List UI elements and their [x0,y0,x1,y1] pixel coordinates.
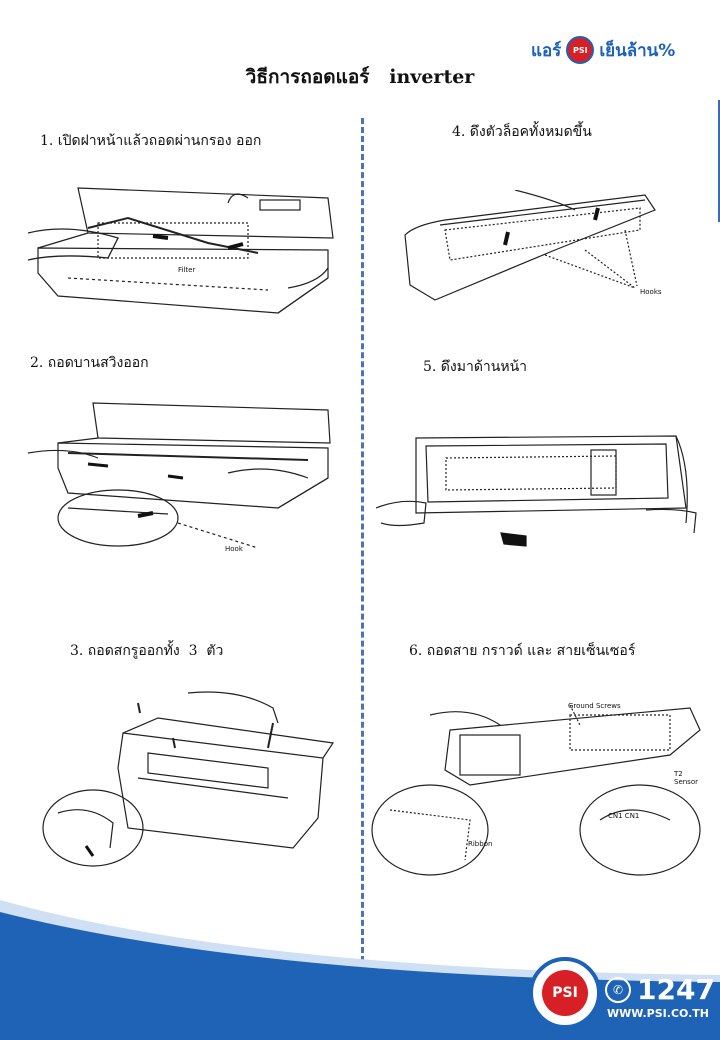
step-6-label: 6. ถอดสาย กราวด์ และ สายเซ็นเซอร์ [409,643,636,659]
customer-care-website[interactable]: WWW.PSI.CO.TH [607,1007,710,1020]
step-4-callout-hooks: Hooks [640,288,662,296]
psi-logo-icon: PSI [566,36,595,64]
step-4-label: 4. ดึงตัวล็อคทั้งหมดขึ้น [452,124,592,140]
brand-header: แอร์ PSI เย็นล้าน% [531,34,711,66]
brand-text-right: เย็นล้าน% [599,40,676,61]
step-6-callout-ground-screws: Ground Screws [568,702,621,710]
step-6-callout-ribbon: Ribbon [468,840,493,848]
phone-icon: ✆ [605,976,631,1003]
step-1-label: 1. เปิดฝาหน้าแล้วถอดผ่านกรอง ออก [40,133,262,149]
step-1-callout-filter: Filter [178,266,196,274]
right-edge-rule [718,100,720,222]
step-4-illustration: Hooks [395,190,665,308]
customer-care-title: PSI Customer Care [607,959,710,972]
step-3-illustration [38,688,338,873]
page-title: วิธีการถอดแอร์ inverter [245,66,475,88]
psi-customer-care: PSI PSI Customer Care ✆ 1247 WWW.PSI.CO.… [529,953,719,1033]
column-divider [361,118,364,980]
customer-care-phone: ✆ 1247 [605,973,715,1006]
step-2-callout-hook: Hook [225,545,243,553]
step-6-callout-t2-sensor: T2 Sensor [674,770,698,786]
step-6-illustration: Ground Screws T2 Sensor CN1 CN1 Ribbon [370,700,708,890]
step-2-illustration: Hook [28,398,346,558]
step-5-illustration [376,428,698,550]
step-3-label: 3. ถอดสกรูออกทั้ง 3 ตัว [70,643,224,659]
customer-care-phone-number: 1247 [637,973,715,1006]
psi-footer-logo-icon: PSI [529,957,601,1029]
step-5-label: 5. ดึงมาด้านหน้า [423,359,528,375]
step-6-callout-cn1: CN1 CN1 [608,812,640,820]
step-1-illustration: Filter [28,178,346,328]
psi-footer-logo-text: PSI [542,970,588,1016]
brand-text-left: แอร์ [531,40,562,61]
step-2-label: 2. ถอดบานสวิงออก [30,355,149,371]
